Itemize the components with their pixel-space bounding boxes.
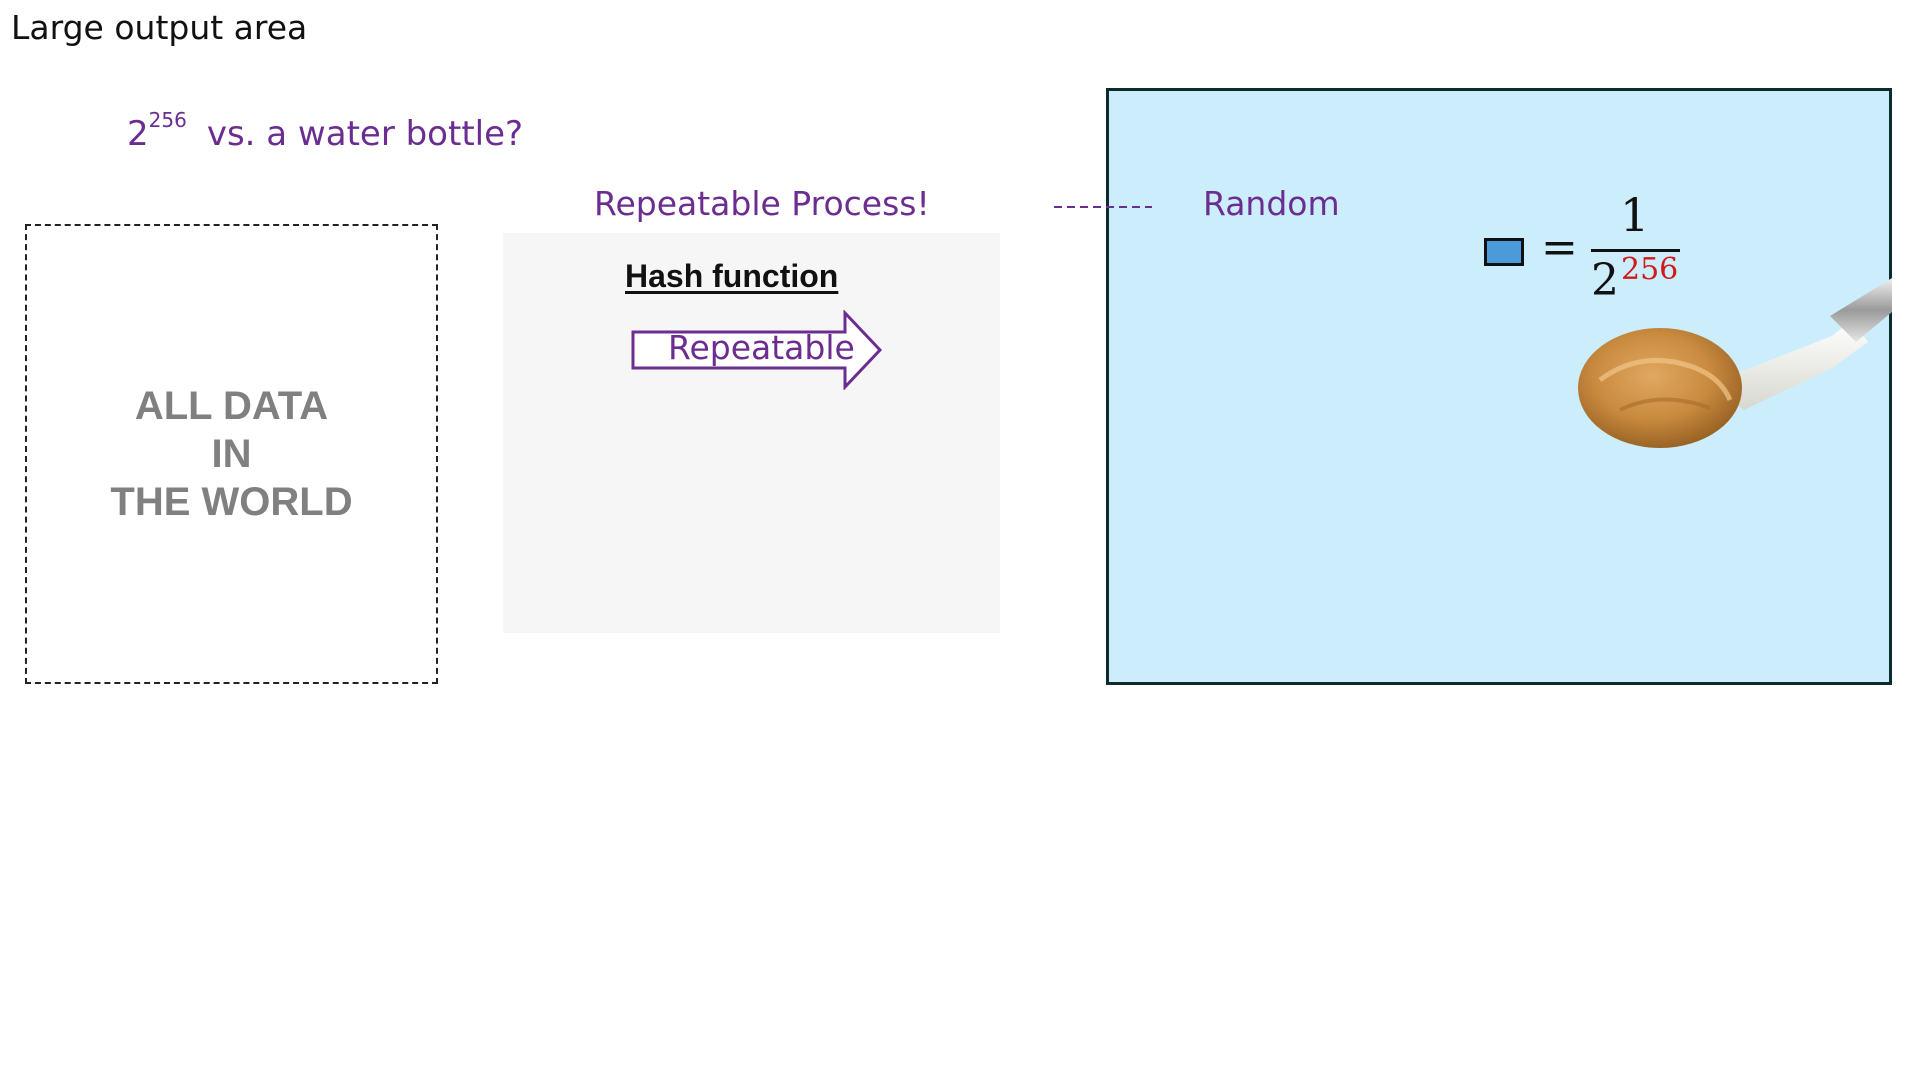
question-exponent: 256 — [148, 108, 187, 132]
slide-title: Large output area — [11, 8, 308, 47]
repeatable-process-label: Repeatable Process! — [594, 184, 930, 223]
all-data-line-1: ALL DATA — [134, 384, 329, 428]
fraction-numerator: 1 — [1620, 188, 1650, 242]
equals-sign: = — [1541, 222, 1578, 273]
hash-function-panel — [503, 233, 1000, 633]
fraction-denominator: 2256 — [1591, 252, 1679, 306]
all-data-line-3: THE WORLD — [110, 480, 353, 524]
all-data-line-2: IN — [211, 432, 252, 476]
peanut-butter-swirl — [1598, 358, 1733, 402]
knife-handle — [1830, 278, 1892, 342]
fraction-bar — [1591, 249, 1680, 252]
arrow-shape — [631, 310, 883, 390]
peanut-butter-scoop — [1578, 328, 1742, 448]
question-base: 2 — [127, 114, 149, 154]
random-label: Random — [1203, 184, 1340, 223]
question-text: 2256 vs. a water bottle? — [127, 108, 524, 154]
question-label: vs. a water bottle? — [206, 114, 524, 154]
denominator-exponent: 256 — [1621, 252, 1679, 287]
output-square-icon — [1484, 238, 1524, 266]
all-data-box: ALL DATA IN THE WORLD — [25, 224, 438, 684]
all-data-label: ALL DATA IN THE WORLD — [110, 382, 352, 526]
repeatable-arrow-label: Repeatable — [668, 328, 855, 367]
peanut-butter-knife-image — [1578, 278, 1892, 448]
denominator-base: 2 — [1591, 255, 1619, 306]
knife-blade — [1728, 320, 1868, 410]
dashed-connector — [1054, 206, 1152, 208]
hash-function-title: Hash function — [625, 258, 839, 294]
peanut-butter-ridge — [1619, 397, 1711, 412]
repeatable-arrow — [631, 310, 883, 390]
